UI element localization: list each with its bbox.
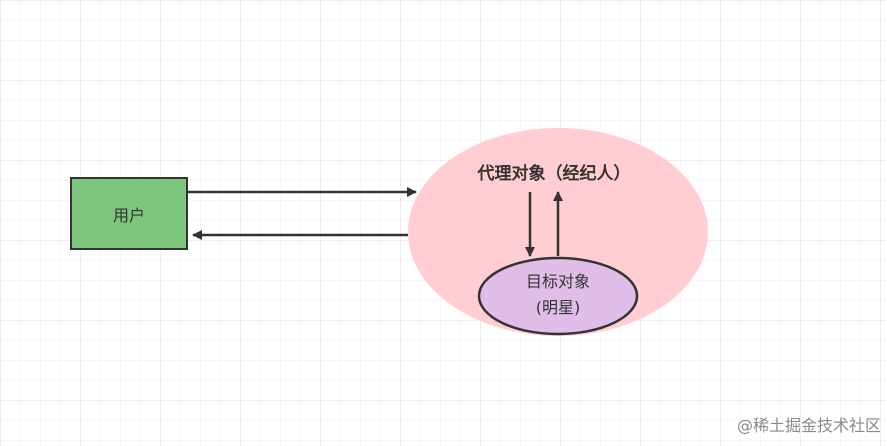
target-label-line2: (明星)	[536, 298, 581, 317]
user-label: 用户	[113, 206, 145, 225]
target-object-ellipse[interactable]	[477, 256, 639, 336]
target-label-line1: 目标对象	[526, 272, 590, 291]
proxy-label: 代理对象（经纪人）	[477, 163, 631, 184]
watermark-text: @稀土掘金技术社区	[736, 416, 881, 435]
user-box[interactable]	[70, 177, 188, 250]
